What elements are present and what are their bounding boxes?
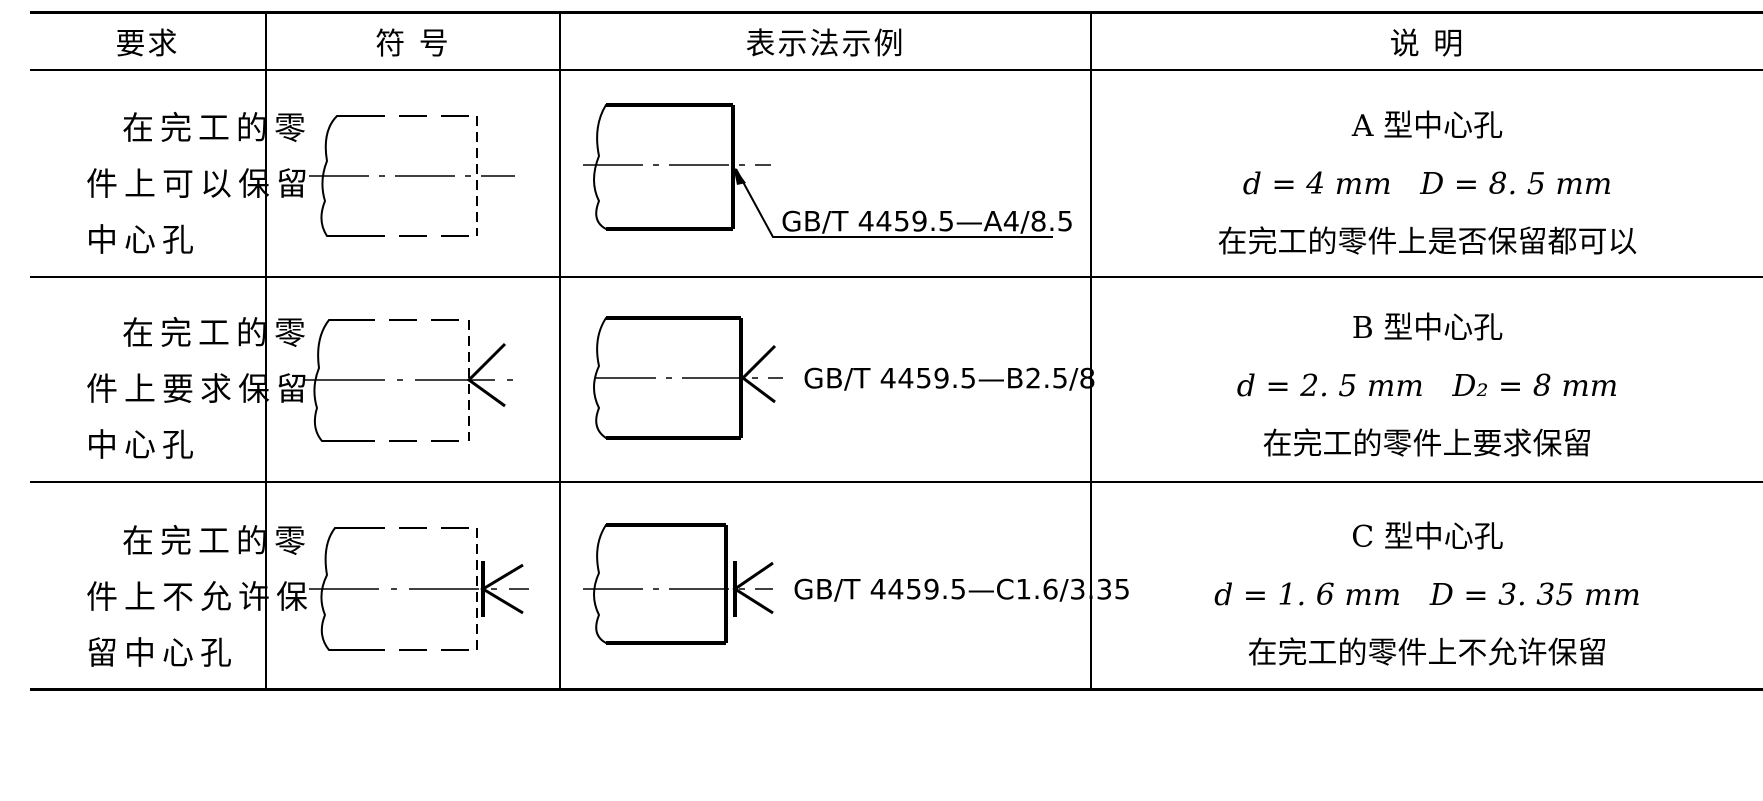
row3-note-text: 在完工的零件上不允许保留 (1247, 636, 1608, 671)
row1-symbol-drawing (309, 115, 515, 237)
row3-requirement-line2: 件上不允许保 (86, 578, 315, 616)
row3-requirement-line3: 留中心孔 (86, 634, 239, 672)
header-note: 说 明 (1389, 27, 1466, 62)
row1-note-text: 在完工的零件上是否保留都可以 (1217, 225, 1638, 260)
row1-note: A 型中心孔 d = 4 mm D = 8. 5 mm 在完工的零件上是否保留都… (1092, 98, 1763, 272)
header-requirement: 要求 (115, 27, 180, 62)
row2-note-type: B 型中心孔 (1351, 311, 1504, 346)
row3-note-type: C 型中心孔 (1351, 520, 1504, 555)
row3-note: C 型中心孔 d = 1. 6 mm D = 3. 35 mm 在完工的零件上不… (1092, 509, 1763, 683)
row2-bottom-rule (30, 481, 1763, 483)
row1-leader-arrowhead (733, 165, 746, 185)
row2-note-text: 在完工的零件上要求保留 (1262, 427, 1593, 462)
row2-symbol-drawing (305, 319, 515, 442)
row2-requirement-line3: 中心孔 (86, 426, 201, 464)
table-top-rule (30, 11, 1763, 14)
row3-requirement: 在完工的零 件上不允许保 留中心孔 (30, 513, 315, 681)
row3-example-label: GB/T 4459.5—C1.6/3.35 (793, 573, 1131, 606)
row1-requirement: 在完工的零 件上可以保留 中心孔 (30, 100, 315, 268)
row3-requirement-line1: 在完工的零 (122, 522, 313, 560)
row1-requirement-line2: 件上可以保留 (86, 165, 315, 203)
column-divider-3 (1090, 12, 1092, 690)
row1-note-dims: d = 4 mm D = 8. 5 mm (1242, 167, 1613, 202)
row1-example-label: GB/T 4459.5—A4/8.5 (781, 205, 1074, 238)
row1-requirement-line1: 在完工的零 (122, 109, 313, 147)
row3-example-drawing: GB/T 4459.5—C1.6/3.35 (583, 523, 1131, 645)
row2-example-label: GB/T 4459.5—B2.5/8 (803, 362, 1096, 395)
row1-note-type: A 型中心孔 (1351, 109, 1504, 144)
row3-note-dims: d = 1. 6 mm D = 3. 35 mm (1214, 578, 1641, 613)
header-bottom-rule (30, 69, 1763, 71)
row2-note-dims: d = 2. 5 mm D₂ = 8 mm (1236, 369, 1619, 404)
row2-example-drawing: GB/T 4459.5—B2.5/8 (593, 316, 1096, 440)
column-divider-1 (265, 12, 267, 690)
row1-example-drawing: GB/T 4459.5—A4/8.5 (583, 103, 1074, 238)
row3-symbol-drawing (309, 527, 529, 651)
row2-requirement-line1: 在完工的零 (122, 314, 313, 352)
header-example: 表示法示例 (745, 27, 906, 62)
row2-requirement-line2: 件上要求保留 (86, 370, 315, 408)
row2-note: B 型中心孔 d = 2. 5 mm D₂ = 8 mm 在完工的零件上要求保留 (1092, 300, 1763, 474)
row2-requirement: 在完工的零 件上要求保留 中心孔 (30, 305, 315, 473)
header-symbol: 符 号 (375, 27, 451, 62)
row1-requirement-line3: 中心孔 (86, 221, 201, 259)
table-bottom-rule (30, 688, 1763, 691)
row1-bottom-rule (30, 276, 1763, 278)
column-divider-2 (559, 12, 561, 690)
